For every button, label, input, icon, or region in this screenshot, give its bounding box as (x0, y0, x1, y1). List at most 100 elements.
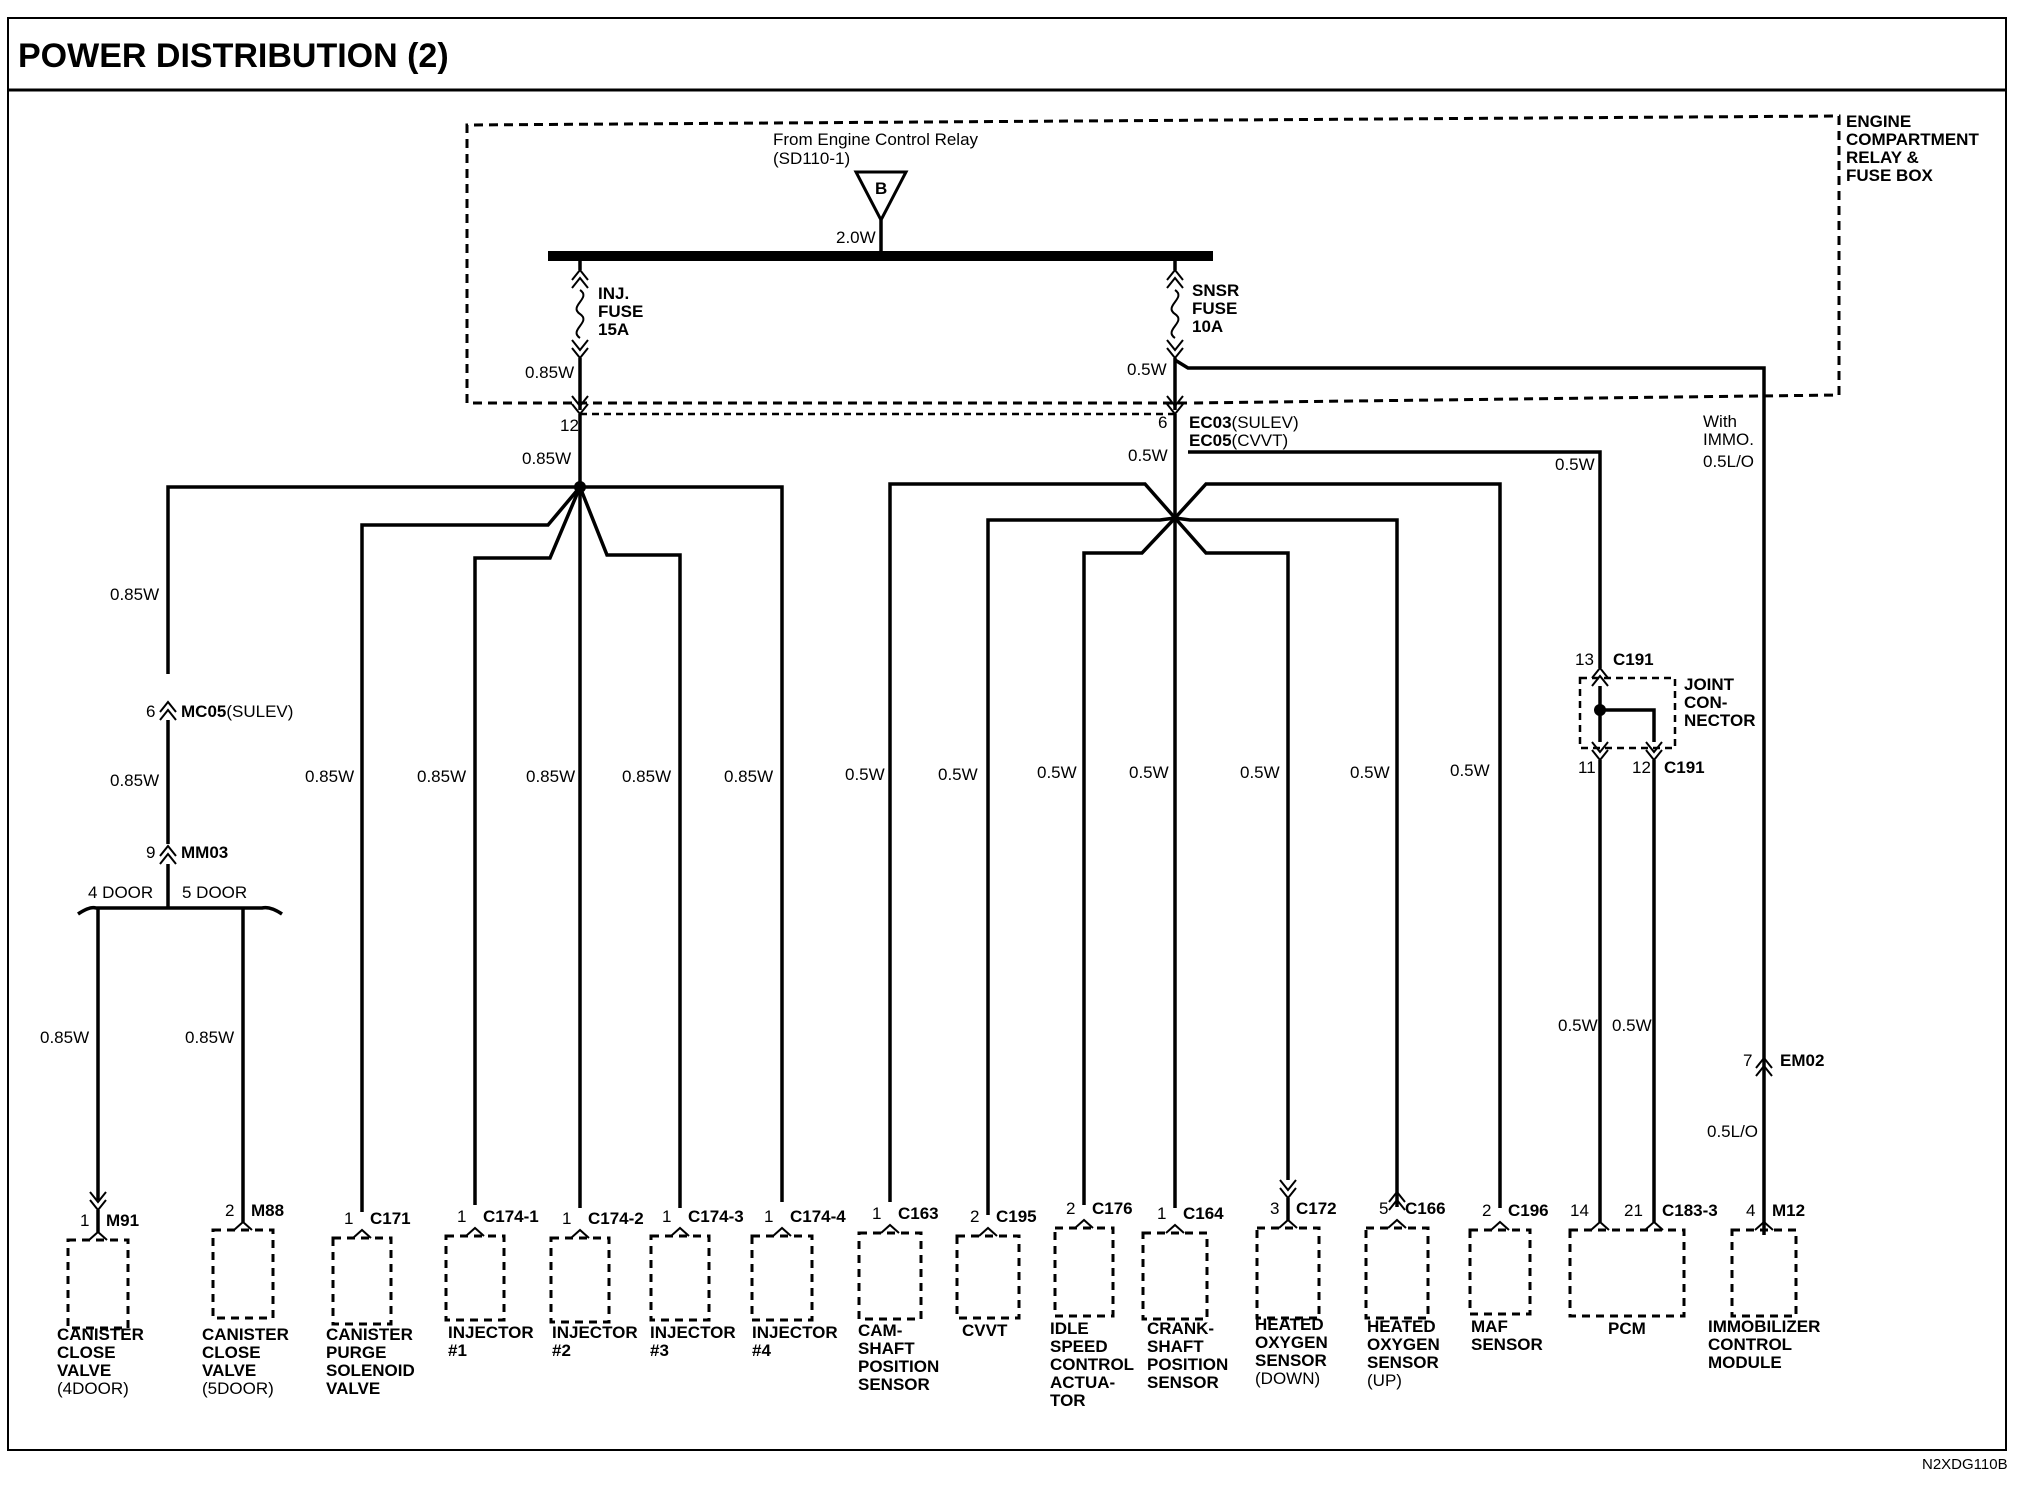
em02-connector: EM02 (1780, 1051, 1824, 1070)
svg-text:0.85W: 0.85W (526, 767, 575, 786)
component-name: (DOWN) (1255, 1369, 1320, 1388)
svg-text:10A: 10A (1192, 317, 1223, 336)
source-ref: (SD110-1) (773, 149, 850, 168)
ec05-connector: EC05(CVVT) (1189, 431, 1288, 450)
component-name: HEATED (1255, 1315, 1324, 1334)
component-name: SENSOR (858, 1375, 930, 1394)
component-name: VALVE (326, 1379, 380, 1398)
component-name: CANISTER (202, 1325, 289, 1344)
svg-text:0.85W: 0.85W (724, 767, 773, 786)
component-name: (UP) (1367, 1371, 1402, 1390)
connector-terminal-icon (978, 1226, 998, 1237)
svg-text:0.5W: 0.5W (938, 765, 978, 784)
connector-code: C195 (996, 1207, 1037, 1226)
snsr-fuse-wire-label: 0.5W (1127, 360, 1167, 379)
component-body (1468, 1228, 1532, 1316)
svg-text:6: 6 (146, 702, 155, 721)
mm03-connector: MM03 (181, 843, 228, 862)
svg-text:15A: 15A (598, 320, 629, 339)
svg-text:RELAY &: RELAY & (1846, 148, 1919, 167)
connector-terminal-icon (1387, 1218, 1407, 1229)
svg-text:FUSE: FUSE (598, 302, 643, 321)
pin-number: 1 (344, 1209, 353, 1228)
connector-terminal-icon (1754, 1220, 1774, 1231)
connector-terminal-icon (352, 1228, 372, 1239)
connector-terminal-icon (1278, 1218, 1298, 1229)
component-name: OXYGEN (1367, 1335, 1440, 1354)
component-name: SHAFT (858, 1339, 915, 1358)
connector-terminal-icon (233, 1220, 253, 1231)
pin-number: 3 (1270, 1199, 1279, 1218)
connector-code: C174-1 (483, 1207, 539, 1226)
svg-text:0.85W: 0.85W (185, 1028, 234, 1047)
fuse-box-label: ENGINE COMPARTMENT RELAY & FUSE BOX (1846, 112, 1979, 185)
svg-text:0.5W: 0.5W (1037, 763, 1077, 782)
svg-text:11: 11 (1578, 758, 1596, 777)
pin-number: 1 (872, 1204, 881, 1223)
pin-12: 12 (560, 416, 579, 435)
component-name: SOLENOID (326, 1361, 415, 1380)
component-name: HEATED (1367, 1317, 1436, 1336)
svg-text:13: 13 (1575, 650, 1594, 669)
source-label: From Engine Control Relay (773, 130, 979, 149)
connector-terminal-icon (1490, 1220, 1510, 1231)
component-name: TOR (1050, 1391, 1086, 1410)
svg-text:0.85W: 0.85W (417, 767, 466, 786)
svg-text:SNSR: SNSR (1192, 281, 1239, 300)
svg-text:0.5W: 0.5W (1350, 763, 1390, 782)
component-name: INJECTOR (448, 1323, 534, 1342)
pin-number: 4 (1746, 1201, 1755, 1220)
component-body (1053, 1226, 1115, 1318)
component-name: CANISTER (326, 1325, 413, 1344)
svg-text:0.5W: 0.5W (1558, 1016, 1598, 1035)
connector-code: C171 (370, 1209, 411, 1228)
pin-number: 2 (225, 1201, 234, 1220)
pin-number: 2 (970, 1207, 979, 1226)
component-name: (5DOOR) (202, 1379, 274, 1398)
pin-number: 14 (1570, 1201, 1589, 1220)
component-body (857, 1231, 923, 1321)
svg-text:NECTOR: NECTOR (1684, 711, 1755, 730)
component-name: MODULE (1708, 1353, 1782, 1372)
svg-text:7: 7 (1743, 1051, 1752, 1070)
4-door-label: 4 DOOR (88, 883, 153, 902)
connector-terminal-icon (465, 1226, 485, 1237)
svg-text:0.5W: 0.5W (1612, 1016, 1652, 1035)
svg-text:9: 9 (146, 843, 155, 862)
connector-code: C183-3 (1662, 1201, 1718, 1220)
pin-6: 6 (1158, 413, 1167, 432)
component-name: CAM- (858, 1321, 902, 1340)
mc05-upper-wire-label: 0.85W (110, 585, 159, 604)
component-name: IDLE (1050, 1319, 1089, 1338)
pin-number: 2 (1482, 1201, 1491, 1220)
connector-code: C196 (1508, 1201, 1549, 1220)
ec03-connector: EC03(SULEV) (1189, 413, 1299, 432)
pin-number: 1 (662, 1207, 671, 1226)
connector-terminal-icon (670, 1226, 690, 1237)
svg-text:CON-: CON- (1684, 693, 1727, 712)
component-name: INJECTOR (650, 1323, 736, 1342)
connector-code: M88 (251, 1201, 284, 1220)
component-body (444, 1234, 506, 1322)
component-body (1141, 1231, 1209, 1321)
connector-terminal-icon (880, 1223, 900, 1234)
component-body (66, 1238, 130, 1330)
component-name: #2 (552, 1341, 571, 1360)
component-name: VALVE (57, 1361, 111, 1380)
component-name: CRANK- (1147, 1319, 1214, 1338)
component-name: CONTROL (1708, 1335, 1792, 1354)
c191-top-connector: C191 (1613, 650, 1654, 669)
component-name: IMMOBILIZER (1708, 1317, 1820, 1336)
connector-code: C172 (1296, 1199, 1337, 1218)
component-body (1364, 1226, 1430, 1320)
5-door-label: 5 DOOR (182, 883, 247, 902)
